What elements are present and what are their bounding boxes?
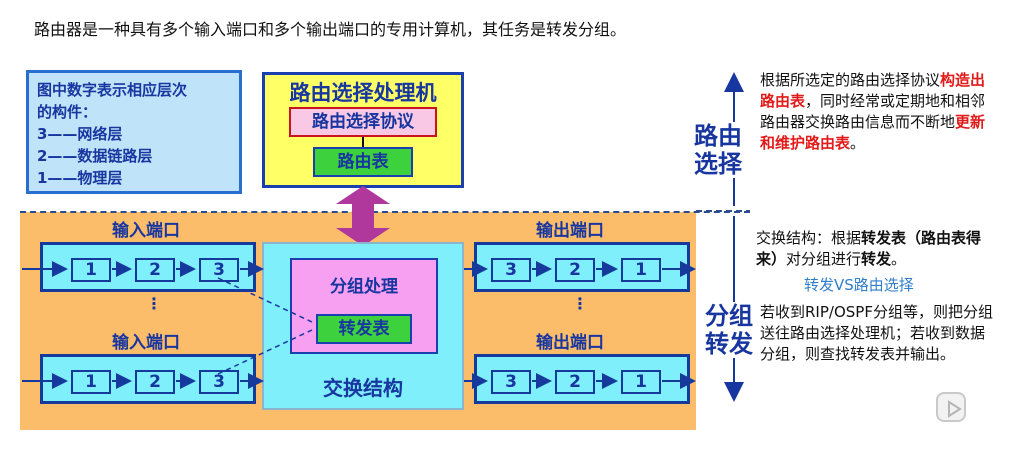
- desc-bold: 转发: [861, 250, 892, 268]
- packet-processing-box: 分组处理 转发表: [290, 258, 438, 354]
- output-port-label: 输出端口: [536, 221, 604, 241]
- layer-cell: 3: [491, 370, 531, 394]
- routing-label-line: 路由: [694, 122, 742, 150]
- layer-cell: 1: [71, 370, 111, 394]
- desc-text: 。: [891, 250, 907, 268]
- routing-description: 根据所选定的路由选择协议构造出路由表，同时经常或定期地和相邻路由器交换路由信息而…: [760, 70, 996, 154]
- ellipsis-icon: ⋮: [572, 294, 588, 313]
- output-port: 3 2 1: [474, 242, 690, 292]
- forwarding-label: 分组 转发: [700, 302, 758, 358]
- desc-bold: （路由表得来）: [756, 229, 982, 268]
- layer-cell: 2: [135, 370, 175, 394]
- desc-text: 对分组进行: [786, 250, 862, 268]
- input-port-label: 输入端口: [112, 221, 180, 241]
- layer-cell: 1: [621, 370, 661, 394]
- input-port: 1 2 3: [40, 242, 256, 292]
- connector-line: [362, 137, 364, 147]
- legend-box: 图中数字表示相应层次 的构件： 3——网络层 2——数据链路层 1——物理层: [26, 70, 242, 194]
- legend-line: 1——物理层: [37, 169, 123, 187]
- layer-cell: 2: [135, 258, 175, 282]
- input-port-label: 输入端口: [112, 333, 180, 353]
- double-arrow-icon: [336, 186, 390, 246]
- switch-fabric: 分组处理 转发表 交换结构: [262, 242, 464, 410]
- output-port-label: 输出端口: [536, 333, 604, 353]
- layer-cell: 1: [621, 258, 661, 282]
- legend-line: 图中数字表示相应层次: [37, 81, 188, 99]
- play-icon: [948, 400, 962, 418]
- desc-text: 。: [850, 134, 866, 152]
- page-title: 路由器是一种具有多个输入端口和多个输出端口的专用计算机，其任务是转发分组。: [34, 20, 627, 39]
- desc-text: 交换结构：根据: [756, 229, 862, 247]
- play-button[interactable]: [936, 392, 966, 422]
- packet-processing-title: 分组处理: [330, 277, 398, 297]
- switch-description: 交换结构：根据转发表（路由表得来）对分组进行转发。: [756, 228, 1000, 270]
- plane-divider: [20, 211, 750, 213]
- routing-label: 路由 选择: [690, 122, 746, 178]
- routing-label-line: 选择: [694, 150, 742, 178]
- forwarding-label-line: 分组: [705, 302, 753, 330]
- routing-table-box: 路由表: [313, 147, 413, 177]
- desc-bold: 转发表: [861, 229, 907, 247]
- layer-cell: 1: [71, 258, 111, 282]
- layer-cell: 3: [491, 258, 531, 282]
- layer-cell: 2: [555, 258, 595, 282]
- ellipsis-icon: ⋮: [146, 294, 162, 313]
- switch-fabric-title: 交换结构: [323, 376, 403, 400]
- forwarding-table-box: 转发表: [316, 314, 412, 344]
- legend-line: 3——网络层: [37, 125, 123, 143]
- routing-processor-title: 路由选择处理机: [289, 81, 437, 105]
- desc-highlight: 更新和维护路由表: [760, 113, 986, 152]
- legend-line: 的构件：: [37, 103, 98, 121]
- routing-processor: 路由选择处理机 路由选择协议 路由表: [262, 72, 464, 188]
- desc-text: ，同时经常或定期地和相邻路由器交换路由信息而不断地: [760, 92, 986, 131]
- layer-cell: 2: [555, 370, 595, 394]
- input-port: 1 2 3: [40, 354, 256, 404]
- desc-text: 根据所选定的路由选择协议: [760, 71, 941, 89]
- legend-line: 2——数据链路层: [37, 147, 153, 165]
- packet-handling-description: 若收到RIP/OSPF分组等，则把分组送往路由选择处理机；若收到数据分组，则查找…: [760, 303, 993, 363]
- desc-highlight: 构造出路由表: [760, 71, 986, 110]
- routing-protocol-box: 路由选择协议: [289, 107, 437, 137]
- forwarding-label-line: 转发: [705, 330, 753, 358]
- forwarding-vs-routing-label: 转发VS路由选择: [804, 276, 914, 294]
- output-port: 3 2 1: [474, 354, 690, 404]
